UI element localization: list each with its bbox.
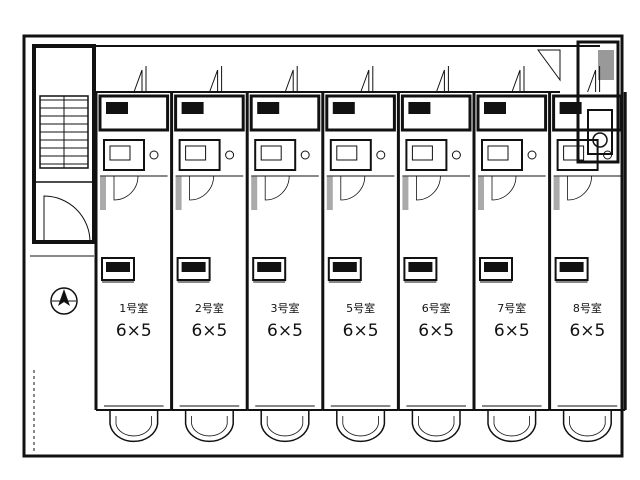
- bathroom: [405, 139, 448, 171]
- room-name: 6号室: [422, 301, 451, 315]
- bay-window-icon: [562, 410, 612, 443]
- closet: [251, 176, 258, 210]
- room-name: 8号室: [573, 301, 602, 315]
- entrance-label-box: [559, 102, 582, 114]
- room-name: 7号室: [497, 301, 526, 315]
- entrance-label-box: [181, 102, 204, 114]
- bathtub: [109, 145, 131, 161]
- door-swing-icon: [511, 69, 521, 93]
- door-swing-icon: [416, 175, 441, 201]
- bay-window-icon: [411, 410, 461, 443]
- toilet-icon: [451, 150, 461, 160]
- bathroom: [178, 139, 221, 171]
- door-swing-icon: [189, 175, 214, 201]
- door-swing-icon: [360, 69, 370, 93]
- bathtub: [185, 145, 207, 161]
- toilet-icon: [603, 150, 613, 160]
- closet: [478, 176, 484, 210]
- staircase-icon: [32, 44, 96, 244]
- bay-window-icon: [109, 410, 159, 443]
- closet: [326, 176, 333, 210]
- kitchen-icon: [403, 257, 438, 283]
- room-name: 2号室: [195, 301, 224, 315]
- bathtub: [487, 145, 509, 161]
- entrance: [476, 94, 548, 132]
- bathroom: [329, 139, 372, 171]
- bathtub: [260, 145, 282, 161]
- door-swing-icon: [587, 69, 597, 93]
- bathtub: [563, 145, 585, 161]
- room-size: 6×5: [418, 321, 454, 341]
- bathtub: [411, 145, 433, 161]
- room-size: 6×5: [116, 321, 152, 341]
- bay-window-icon: [487, 410, 537, 443]
- closet: [553, 176, 560, 210]
- toilet-icon: [300, 150, 310, 160]
- entrance-label-box: [408, 102, 431, 114]
- room-units: 1号室6×52号室6×53号室6×55号室6×56号室6×57号室6×58号室6…: [94, 66, 627, 443]
- entrance-label-box: [106, 102, 128, 114]
- bathtub: [336, 145, 358, 161]
- room-size: 6×5: [569, 321, 605, 341]
- toilet-icon: [149, 150, 159, 160]
- room-name: 1号室: [119, 301, 148, 315]
- kitchen-icon: [252, 257, 287, 283]
- entrance: [174, 94, 245, 132]
- toilet-icon: [376, 150, 386, 160]
- door-swing-icon: [537, 49, 561, 82]
- room-size: 6×5: [191, 321, 227, 341]
- room-size: 6×5: [494, 321, 530, 341]
- bathroom: [254, 139, 297, 171]
- entrance: [249, 94, 321, 132]
- room-name: 3号室: [271, 301, 300, 315]
- bay-window-icon: [336, 410, 386, 443]
- closet: [100, 176, 106, 210]
- entrance-label-box: [257, 102, 280, 114]
- door-swing-icon: [284, 69, 294, 93]
- door-swing-icon: [567, 175, 592, 201]
- toilet-icon: [225, 150, 235, 160]
- bay-window-icon: [184, 410, 234, 443]
- entrance-label-box: [332, 102, 355, 114]
- kitchen-icon: [176, 257, 211, 283]
- entrance: [400, 94, 472, 132]
- kitchen-icon: [101, 257, 135, 283]
- door-swing-icon: [43, 195, 91, 243]
- entrance: [325, 94, 396, 132]
- door-swing-icon: [209, 69, 219, 93]
- door-swing-icon: [340, 175, 366, 201]
- entrance-label-box: [484, 102, 506, 114]
- door-swing-icon: [133, 69, 143, 93]
- room-size: 6×5: [267, 321, 303, 341]
- bathroom: [556, 139, 599, 171]
- door-swing-icon: [264, 175, 290, 201]
- north-arrow-icon: [50, 287, 78, 315]
- closet: [175, 176, 182, 210]
- toilet-icon: [527, 150, 537, 160]
- closet: [402, 176, 409, 210]
- door-swing-icon: [435, 69, 445, 93]
- room-name: 5号室: [346, 301, 375, 315]
- kitchen-icon: [554, 257, 589, 283]
- kitchen-icon: [327, 257, 362, 283]
- kitchen-icon: [479, 257, 513, 283]
- entrance: [552, 94, 623, 132]
- bay-window-icon: [260, 410, 310, 443]
- bathroom: [103, 139, 145, 171]
- entrance: [98, 94, 170, 132]
- room-size: 6×5: [343, 321, 379, 341]
- door-swing-icon: [113, 175, 139, 201]
- door-swing-icon: [491, 175, 517, 201]
- bathroom: [481, 139, 523, 171]
